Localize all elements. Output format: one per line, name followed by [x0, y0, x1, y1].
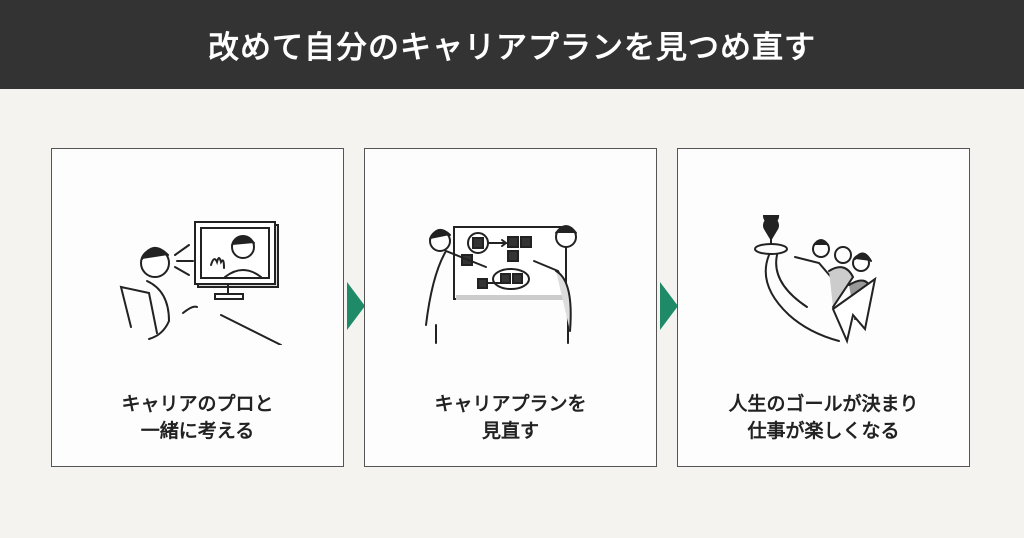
chevron-right-icon [660, 282, 678, 330]
step-1-line-2: 一緒に考える [140, 420, 255, 442]
step-2-line-2: 見直す [481, 420, 539, 442]
step-card-2: キャリアプランを 見直す [364, 148, 657, 467]
video-call-illustration-icon [119, 221, 282, 345]
page-header: 改めて自分のキャリアプランを見つめ直す [0, 0, 1024, 89]
step-3-label: 人生のゴールが決まり 仕事が楽しくなる [678, 391, 969, 445]
step-2-line-1: キャリアプランを [434, 393, 587, 415]
whiteboard-planning-illustration-icon [424, 225, 577, 344]
step-1-label: キャリアのプロと 一緒に考える [52, 391, 343, 445]
page-title: 改めて自分のキャリアプランを見つめ直す [208, 30, 816, 66]
step-2-label: キャリアプランを 見直す [365, 391, 656, 445]
step-card-3: 人生のゴールが決まり 仕事が楽しくなる [677, 148, 970, 467]
step-card-1: キャリアのプロと 一緒に考える [51, 148, 344, 467]
goal-journey-illustration-icon [753, 215, 876, 345]
step-1-line-1: キャリアのプロと [121, 393, 274, 415]
step-3-line-1: 人生のゴールが決まり [728, 393, 919, 415]
step-3-line-2: 仕事が楽しくなる [747, 420, 900, 442]
chevron-right-icon [347, 282, 365, 330]
